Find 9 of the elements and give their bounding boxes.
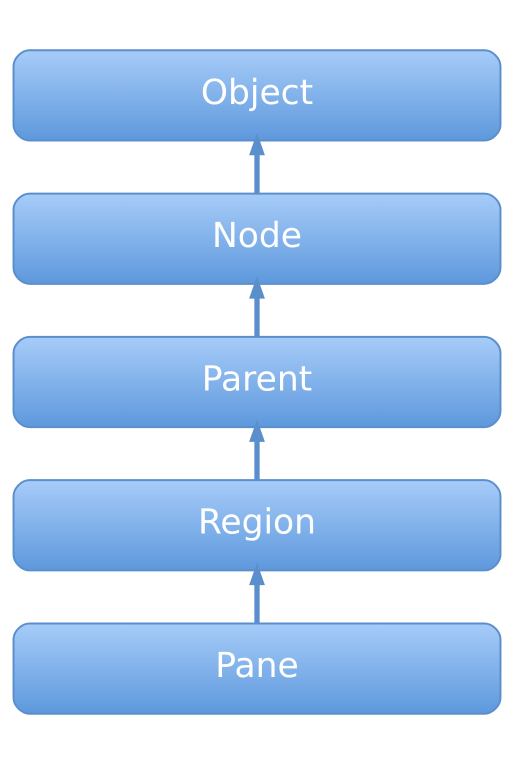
- node-box: Parent: [12, 336, 502, 428]
- node-box: Object: [12, 49, 502, 142]
- arrow: [249, 132, 265, 194]
- arrow: [249, 562, 265, 624]
- node-box: Pane: [12, 622, 502, 715]
- node-box: Region: [12, 479, 502, 572]
- arrow: [249, 419, 265, 480]
- arrow: [249, 276, 265, 337]
- node-box: Node: [12, 192, 502, 285]
